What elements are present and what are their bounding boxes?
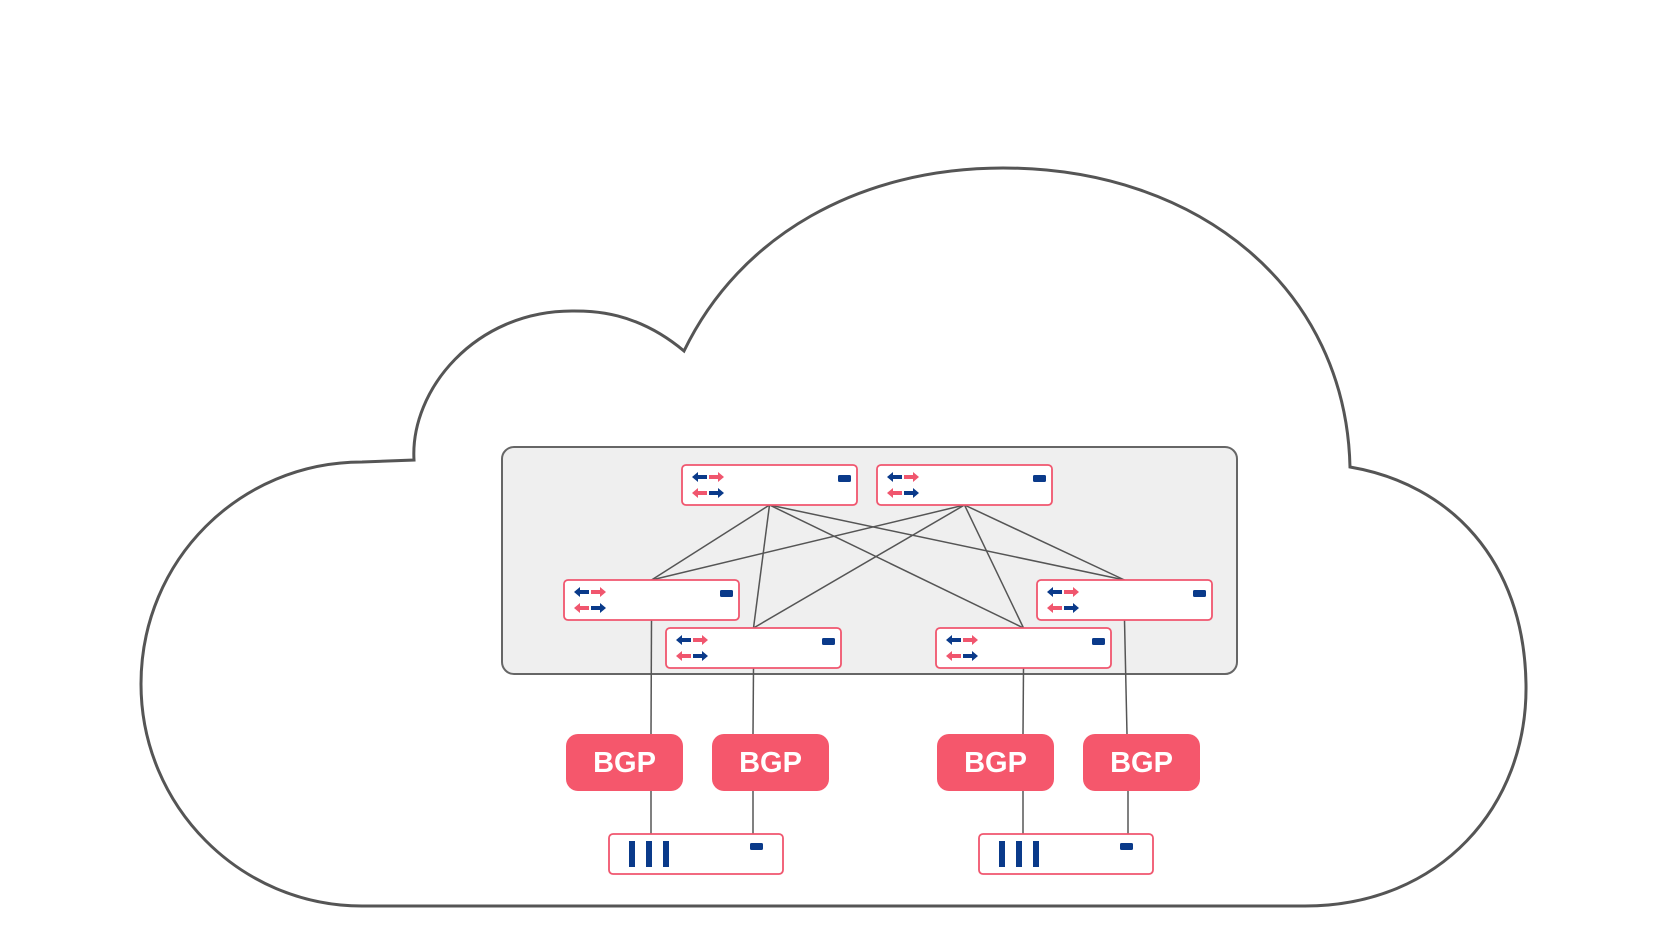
server-rack-icon bbox=[629, 841, 669, 867]
spine-switch-2 bbox=[876, 464, 1053, 506]
arrow-glyph bbox=[676, 651, 691, 661]
arrow-glyph bbox=[591, 587, 606, 597]
leaf-switch-3 bbox=[935, 627, 1112, 669]
uplink-line-1 bbox=[650, 619, 653, 735]
fabric-link-s1-l1 bbox=[651, 504, 770, 581]
switch-body bbox=[1036, 579, 1213, 621]
uplink-line-2 bbox=[752, 667, 755, 735]
fabric-link-s1-l4 bbox=[769, 504, 1125, 581]
status-led-icon bbox=[720, 590, 733, 597]
arrow-glyph bbox=[904, 488, 919, 498]
bidirectional-arrows-icon bbox=[946, 635, 978, 661]
fabric-link-s2-l3 bbox=[963, 504, 1025, 629]
server-devices bbox=[608, 833, 1154, 875]
switch-body bbox=[876, 464, 1053, 506]
arrow-glyph bbox=[709, 488, 724, 498]
leaf-switch-4 bbox=[1036, 579, 1213, 621]
bidirectional-arrows-icon bbox=[676, 635, 708, 661]
arrow-glyph bbox=[574, 587, 589, 597]
uplink-line-4 bbox=[1123, 619, 1128, 735]
arrow-glyph bbox=[692, 488, 707, 498]
server-slot bbox=[663, 841, 669, 867]
arrow-glyph bbox=[887, 488, 902, 498]
bgp-badge-2: BGP bbox=[712, 734, 829, 791]
switch-body bbox=[935, 627, 1112, 669]
status-led-icon bbox=[1193, 590, 1206, 597]
switch-body bbox=[563, 579, 740, 621]
arrow-glyph bbox=[709, 472, 724, 482]
arrow-glyph bbox=[887, 472, 902, 482]
status-led-icon bbox=[838, 475, 851, 482]
arrow-glyph bbox=[574, 603, 589, 613]
fabric-link-s1-l2 bbox=[752, 504, 771, 629]
arrow-glyph bbox=[946, 651, 961, 661]
bgp-label: BGP bbox=[1110, 747, 1173, 779]
server-2 bbox=[978, 833, 1154, 875]
arrow-glyph bbox=[946, 635, 961, 645]
server-rack-icon bbox=[999, 841, 1039, 867]
server-slot bbox=[999, 841, 1005, 867]
status-led-icon bbox=[1092, 638, 1105, 645]
arrow-glyph bbox=[963, 651, 978, 661]
arrow-glyph bbox=[693, 651, 708, 661]
fabric-link-s2-l1 bbox=[651, 504, 965, 581]
switch-devices bbox=[563, 464, 1213, 669]
arrow-glyph bbox=[591, 603, 606, 613]
server-1 bbox=[608, 833, 784, 875]
bidirectional-arrows-icon bbox=[887, 472, 919, 498]
bidirectional-arrows-icon bbox=[692, 472, 724, 498]
server-body bbox=[978, 833, 1154, 875]
arrow-glyph bbox=[676, 635, 691, 645]
bgp-badge-3: BGP bbox=[937, 734, 1054, 791]
fabric-link-s1-l3 bbox=[769, 504, 1024, 629]
status-led-icon bbox=[1120, 843, 1133, 850]
arrow-glyph bbox=[1064, 603, 1079, 613]
status-led-icon bbox=[1033, 475, 1046, 482]
bidirectional-arrows-icon bbox=[1047, 587, 1079, 613]
bgp-label: BGP bbox=[739, 747, 802, 779]
fabric-link-s2-l2 bbox=[753, 504, 965, 629]
server-slot bbox=[1016, 841, 1022, 867]
arrow-glyph bbox=[1047, 603, 1062, 613]
status-led-icon bbox=[822, 638, 835, 645]
leaf-switch-2 bbox=[665, 627, 842, 669]
arrow-glyph bbox=[904, 472, 919, 482]
server-slot bbox=[646, 841, 652, 867]
arrow-glyph bbox=[963, 635, 978, 645]
bgp-label: BGP bbox=[964, 747, 1027, 779]
server-slot bbox=[1033, 841, 1039, 867]
server-body bbox=[608, 833, 784, 875]
switch-body bbox=[665, 627, 842, 669]
spine-switch-1 bbox=[681, 464, 858, 506]
bgp-badge-1: BGP bbox=[566, 734, 683, 791]
arrow-glyph bbox=[1064, 587, 1079, 597]
leaf-switch-1 bbox=[563, 579, 740, 621]
server-slot bbox=[629, 841, 635, 867]
bidirectional-arrows-icon bbox=[574, 587, 606, 613]
status-led-icon bbox=[750, 843, 763, 850]
arrow-glyph bbox=[693, 635, 708, 645]
link-lines bbox=[650, 504, 1129, 834]
bgp-label: BGP bbox=[593, 747, 656, 779]
arrow-glyph bbox=[1047, 587, 1062, 597]
bgp-badge-4: BGP bbox=[1083, 734, 1200, 791]
fabric-link-s2-l4 bbox=[964, 504, 1125, 581]
arrow-glyph bbox=[692, 472, 707, 482]
switch-body bbox=[681, 464, 858, 506]
uplink-line-3 bbox=[1022, 667, 1025, 735]
